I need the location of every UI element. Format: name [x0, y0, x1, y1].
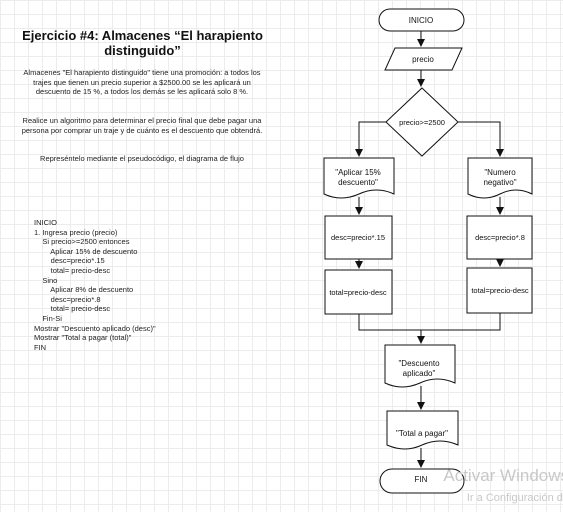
left-process-1-label: desc=precio*.15	[331, 233, 385, 242]
pseudocode-line: Si precio>=2500 entonces	[34, 237, 130, 247]
right-process-2-label: total=precio-desc	[471, 286, 529, 295]
right-process-1	[466, 215, 533, 260]
end-label: FIN	[415, 475, 428, 484]
left-process-2-label: total=precio-desc	[329, 288, 387, 297]
output-document-2	[386, 410, 459, 450]
pseudocode-line: Mostrar "Descuento aplicado (desc)"	[34, 323, 156, 333]
pseudocode-line: 1. Ingresa precio (precio)	[34, 227, 118, 237]
problem-paragraph-1: Almacenes "El harapiento distinguido" ti…	[23, 68, 261, 96]
pseudocode-line: Aplicar 15% de descuento	[34, 246, 138, 256]
output-1-label-line1: "Descuento	[398, 359, 440, 368]
right-doc-label-line2: negativo"	[483, 178, 516, 187]
pseudocode-line: Fin-Si	[34, 313, 62, 323]
pseudocode-line: total= precio-desc	[34, 265, 111, 275]
decision-label: precio>=2500	[399, 118, 445, 127]
pseudocode-line: INICIO	[34, 218, 57, 227]
pseudocode-block: INICIO 1. Ingresa precio (precio) Si pre…	[34, 218, 156, 352]
pseudocode-line: Sino	[34, 275, 58, 285]
pseudocode-line: desc=precio*.15	[34, 256, 105, 266]
left-doc-label-line1: "Aplicar 15%	[335, 168, 381, 177]
connector-left-merge	[358, 313, 501, 331]
exercise-title: Ejercicio #4: Almacenes “El harapiento d…	[22, 28, 263, 58]
start-label: INICIO	[409, 16, 433, 25]
pseudocode-line: Aplicar 8% de descuento	[34, 285, 134, 295]
pseudocode-line: total= precio-desc	[34, 304, 111, 314]
left-process-1	[324, 215, 393, 260]
right-document-shape	[467, 157, 533, 199]
decision-diamond	[385, 87, 459, 157]
right-doc-label-line1: "Numero	[484, 168, 516, 177]
problem-paragraph-3: Represéntelo mediante el pseudocódigo, e…	[40, 154, 244, 163]
right-process-2	[466, 267, 533, 314]
input-label: precio	[412, 55, 434, 64]
arrow-decision-to-right	[458, 121, 504, 157]
pseudocode-line: desc=precio*.8	[34, 294, 101, 304]
pseudocode-line: Mostrar "Total a pagar (total)"	[34, 333, 132, 343]
output-2-label: "Total a pagar"	[396, 429, 448, 438]
problem-paragraph-2: Realice un algoritmo para determinar el …	[21, 116, 263, 135]
output-1-label-line2: aplicado"	[403, 369, 436, 378]
end-terminator	[379, 468, 465, 494]
left-document-shape	[323, 157, 395, 199]
activation-watermark-subtitle: Ir a Configuración de	[466, 492, 563, 504]
pseudocode-line: FIN	[34, 342, 47, 352]
input-parallelogram	[384, 47, 463, 71]
left-doc-label-line2: descuento"	[338, 178, 378, 187]
activation-watermark-title: Activar Windows	[443, 466, 563, 485]
output-document-1	[384, 344, 456, 388]
right-process-1-label: desc=precio*.8	[475, 233, 525, 242]
arrow-decision-to-left	[355, 121, 386, 157]
